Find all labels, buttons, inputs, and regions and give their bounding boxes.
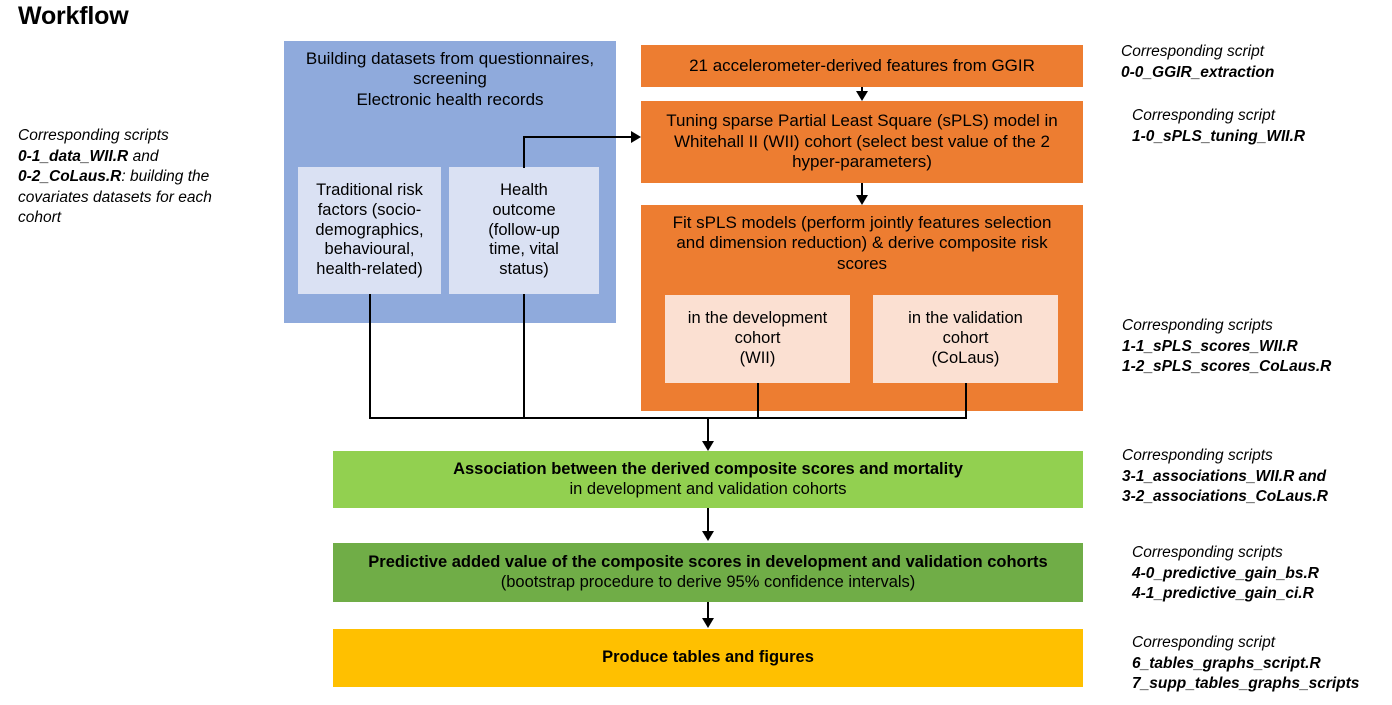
note-pred-script-1: 4-0_predictive_gain_bs.R [1132,564,1319,582]
note-ggir-script-1: 0-0_GGIR_extraction [1121,63,1275,81]
note-scores-heading: Corresponding scripts [1122,317,1273,334]
connector-health-arrowhead [631,131,641,143]
box-building-line-3: Electronic health records [356,89,544,109]
note-graphs-heading: Corresponding script [1132,634,1276,651]
box-val-line-2: cohort [942,329,989,348]
box-development-cohort: in the development cohort (WII) [665,295,850,383]
connector-predictive-tables-arrowhead [702,618,714,628]
note-assoc-script-1: 3-1_associations_WII.R and [1122,467,1327,485]
connector-tuning-fit-line [861,183,863,195]
box-association-mortality: Association between the derived composit… [333,451,1083,508]
box-dev-line-3: (WII) [739,348,776,367]
box-health-line-4: time, vital [489,240,559,259]
box-health-line-1: Health [500,181,548,199]
note-pred-heading: Corresponding scripts [1132,544,1283,561]
box-tuning-line-3: hyper-parameters) [792,152,932,172]
connector-tuning-fit-arrowhead [856,195,868,205]
connector-bus-assoc-arrowhead [702,441,714,451]
box-predictive-line-bold: Predictive added value of the composite … [368,552,1048,571]
connector-ggir-tuning-line [861,87,863,93]
note-graphs-script-2: 7_supp_tables_graphs_scripts [1132,675,1360,693]
note-tuning-script: Corresponding script 1-0_sPLS_tuning_WII.… [1132,106,1392,147]
box-health-line-2: outcome [492,200,556,219]
connector-dev-vertical [757,383,759,418]
connector-traditional-vertical [369,294,371,418]
page-title: Workflow [18,2,129,30]
note-covariates-script-2: 0-2_CoLaus.R [18,168,122,186]
box-ggir-features: 21 accelerometer-derived features from G… [641,45,1083,87]
box-ggir-line-1: 21 accelerometer-derived features from G… [689,55,1035,75]
note-ggir-script: Corresponding script 0-0_GGIR_extraction [1121,42,1386,83]
box-tuning-spls: Tuning sparse Partial Least Square (sPLS… [641,101,1083,183]
box-assoc-line-regular: in development and validation cohorts [569,479,847,498]
box-traditional-line-1: Traditional risk [316,181,423,199]
box-dev-line-1: in the development [687,309,828,328]
box-fit-line-1: Fit sPLS models (perform jointly feature… [672,213,1052,232]
note-scores-script-2: 1-2_sPLS_scores_CoLaus.R [1122,358,1332,376]
note-graphs-script-1: 6_tables_graphs_script.R [1132,654,1321,672]
box-assoc-line-bold: Association between the derived composit… [453,459,963,478]
note-scores-script-1: 1-1_sPLS_scores_WII.R [1122,337,1298,355]
box-traditional-line-3: demographics, [315,220,424,239]
note-scores-scripts: Corresponding scripts 1-1_sPLS_scores_WII… [1122,316,1387,378]
note-pred-script-2: 4-1_predictive_gain_ci.R [1132,585,1314,603]
connector-predictive-tables-line [707,602,709,620]
note-assoc-heading: Corresponding scripts [1122,447,1273,464]
note-tuning-heading: Corresponding script [1132,107,1276,124]
connector-ggir-tuning-arrowhead [856,91,868,101]
box-traditional-risk-factors: Traditional risk factors (socio- demogra… [298,167,441,294]
box-val-line-3: (CoLaus) [931,348,1000,367]
box-traditional-line-4: behavioural, [324,240,415,259]
box-traditional-line-2: factors (socio- [317,200,422,219]
box-predictive-added-value: Predictive added value of the composite … [333,543,1083,602]
connector-health-vertical [523,136,525,168]
box-fit-line-2: and dimension reduction) & derive compos… [676,233,1048,253]
box-predictive-line-regular: (bootstrap procedure to derive 95% confi… [500,572,916,591]
connector-health-down-vertical [523,294,525,418]
box-health-line-3: (follow-up [488,220,560,239]
connector-bus-horizontal [369,417,967,419]
note-covariates-script-1: 0-1_data_WII.R [18,147,129,165]
note-predictive-scripts: Corresponding scripts 4-0_predictive_gain… [1132,543,1392,605]
note-tuning-script-1: 1-0_sPLS_tuning_WII.R [1132,127,1306,145]
box-fit-line-3: scores [836,253,888,273]
box-traditional-line-5: health-related) [316,260,423,279]
box-tuning-line-1: Tuning sparse Partial Least Square (sPLS… [666,111,1058,131]
box-building-line-1: Building datasets from questionnaires, [305,49,595,68]
connector-val-vertical [965,383,967,418]
note-assoc-script-2: 3-2_associations_CoLaus.R [1122,488,1328,506]
box-dev-line-2: cohort [734,329,781,348]
box-health-line-5: status) [499,260,549,279]
connector-assoc-predictive-arrowhead [702,531,714,541]
box-produce-tables-figures: Produce tables and figures [333,629,1083,687]
box-validation-cohort: in the validation cohort (CoLaus) [873,295,1058,383]
note-graphs-scripts: Corresponding script 6_tables_graphs_scri… [1132,633,1392,695]
box-tables-line-bold: Produce tables and figures [602,648,814,667]
box-val-line-1: in the validation [908,309,1023,328]
note-covariates-heading: Corresponding scripts [18,127,169,144]
note-ggir-heading: Corresponding script [1121,43,1265,60]
connector-assoc-predictive-line [707,508,709,532]
connector-health-horizontal [523,136,636,138]
note-associations-scripts: Corresponding scripts 3-1_associations_WI… [1122,446,1387,508]
box-tuning-line-2: Whitehall II (WII) cohort (select best v… [673,131,1051,151]
box-building-line-2: screening [413,69,487,89]
connector-bus-assoc-line [707,417,709,443]
box-health-outcome: Health outcome (follow-up time, vital st… [449,167,599,294]
